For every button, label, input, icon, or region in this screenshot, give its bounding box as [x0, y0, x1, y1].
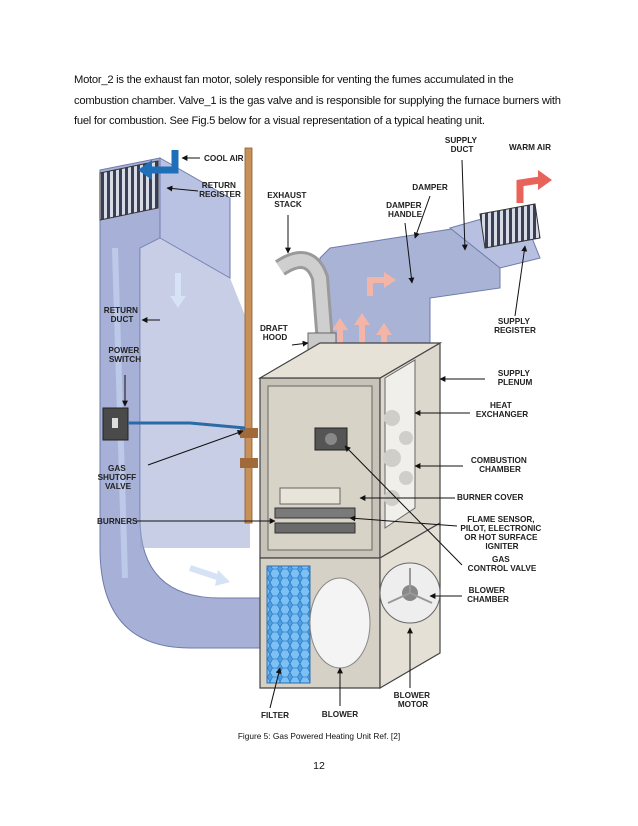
label-gas-control-valve: GAS CONTROL VALVE [468, 555, 537, 573]
label-exhaust-stack: EXHAUST STACK [267, 191, 308, 209]
furnace-diagram: COOL AIR RETURN REGISTER EXHAUST STACK S… [97, 136, 552, 720]
figure-caption: Figure 5: Gas Powered Heating Unit Ref. … [237, 731, 401, 741]
label-supply-duct: SUPPLY DUCT [445, 136, 479, 154]
label-draft-hood: DRAFT HOOD [260, 324, 290, 342]
paragraph-line: Motor_2 is the exhaust fan motor, solely… [74, 74, 514, 86]
cool-air-arrow [138, 150, 179, 180]
paragraph-line: fuel for combustion. See Fig.5 below for… [74, 115, 485, 127]
label-blower-chamber: BLOWER CHAMBER [467, 586, 509, 604]
label-damper-handle: DAMPER HANDLE [386, 201, 424, 219]
label-return-duct: RETURN DUCT [104, 306, 140, 324]
label-power-switch: POWER SWITCH [108, 346, 141, 364]
return-register-grille [99, 160, 159, 221]
label-supply-plenum: SUPPLY PLENUM [498, 369, 533, 387]
air-filter [266, 565, 311, 684]
label-filter: FILTER [261, 711, 289, 720]
gas-control-valve [314, 427, 348, 451]
label-warm-air: WARM AIR [509, 143, 551, 152]
burner-assembly [274, 487, 356, 534]
supply-register-grille [479, 203, 541, 249]
diagram-labels: COOL AIR RETURN REGISTER EXHAUST STACK S… [97, 136, 551, 720]
label-cool-air: COOL AIR [204, 154, 244, 163]
label-blower-motor: BLOWER MOTOR [394, 691, 433, 709]
leader-lines [122, 155, 528, 709]
label-heat-exchanger: HEAT EXCHANGER [476, 401, 528, 419]
supply-flow-arrow [367, 272, 396, 296]
return-duct [99, 157, 261, 649]
paragraph-line: combustion chamber. Valve_1 is the gas v… [74, 94, 561, 107]
label-damper: DAMPER [412, 183, 448, 192]
return-flow-arrow [170, 273, 230, 586]
heat-exchanger [383, 359, 416, 529]
label-supply-register: SUPPLY REGISTER [494, 317, 536, 335]
body-paragraph: Motor_2 is the exhaust fan motor, solely… [74, 70, 574, 132]
power-switch-box [102, 407, 246, 441]
label-flame-sensor: FLAME SENSOR, PILOT, ELECTRONIC OR HOT S… [460, 515, 543, 551]
label-combustion-chamber: COMBUSTION CHAMBER [471, 456, 529, 474]
page-number: 12 [313, 760, 325, 772]
blower-wheel [309, 562, 441, 669]
label-blower: BLOWER [322, 710, 358, 719]
label-burners: BURNERS [97, 517, 138, 526]
label-burner-cover: BURNER COVER [457, 493, 524, 502]
label-return-register: RETURN REGISTER [199, 181, 241, 199]
warm-air-arrow [516, 170, 552, 203]
gas-pipe [240, 147, 258, 524]
label-gas-shutoff-valve: GAS SHUTOFF VALVE [98, 464, 139, 491]
